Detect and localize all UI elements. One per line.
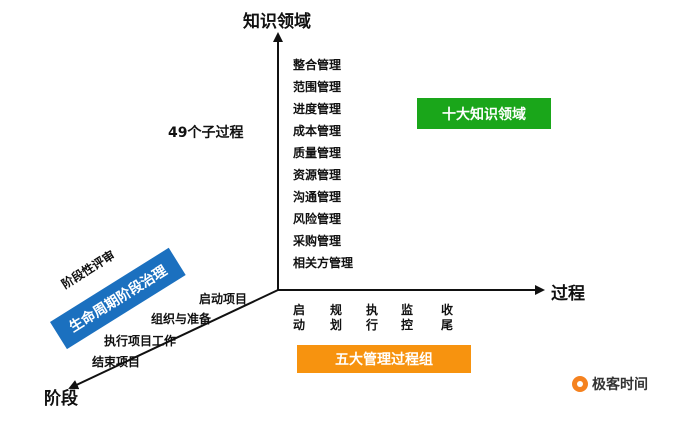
stage-label-start: 启动项目 xyxy=(199,292,248,306)
geekbang-logo-icon xyxy=(572,376,588,392)
sub-process-count: 49个子过程 xyxy=(168,125,244,141)
ten-knowledge-areas-badge: 十大知识领域 xyxy=(417,98,551,129)
process-group-monitoring: 监控 xyxy=(400,303,413,332)
logo-text: 极客时间 xyxy=(592,377,648,393)
knowledge-area-item: 风险管理 xyxy=(293,212,342,226)
knowledge-area-item: 沟通管理 xyxy=(293,190,342,204)
process-group-executing: 执行 xyxy=(365,303,378,332)
stage-label-execute: 执行项目工作 xyxy=(104,334,177,348)
knowledge-area-item: 质量管理 xyxy=(293,146,342,160)
process-group-closing: 收尾 xyxy=(440,303,453,332)
knowledge-area-item: 相关方管理 xyxy=(293,256,354,270)
process-group-initiating: 启动 xyxy=(292,303,305,332)
five-process-groups-badge: 五大管理过程组 xyxy=(297,345,471,373)
stage-axis-title: 阶段 xyxy=(44,389,78,409)
stage-label-prepare: 组织与准备 xyxy=(151,312,212,326)
diagonal-axis xyxy=(68,289,279,390)
stage-label-close: 结束项目 xyxy=(92,355,141,369)
knowledge-area-item: 成本管理 xyxy=(293,124,342,138)
knowledge-area-item: 整合管理 xyxy=(293,58,342,72)
knowledge-area-item: 资源管理 xyxy=(293,168,342,182)
knowledge-axis-title: 知识领域 xyxy=(243,12,311,32)
knowledge-area-item: 采购管理 xyxy=(293,234,342,248)
knowledge-area-item: 进度管理 xyxy=(293,102,342,116)
process-axis-title: 过程 xyxy=(551,284,585,304)
knowledge-area-item: 范围管理 xyxy=(293,80,342,94)
process-group-planning: 规划 xyxy=(329,303,342,332)
geekbang-logo: 极客时间 xyxy=(572,374,648,394)
